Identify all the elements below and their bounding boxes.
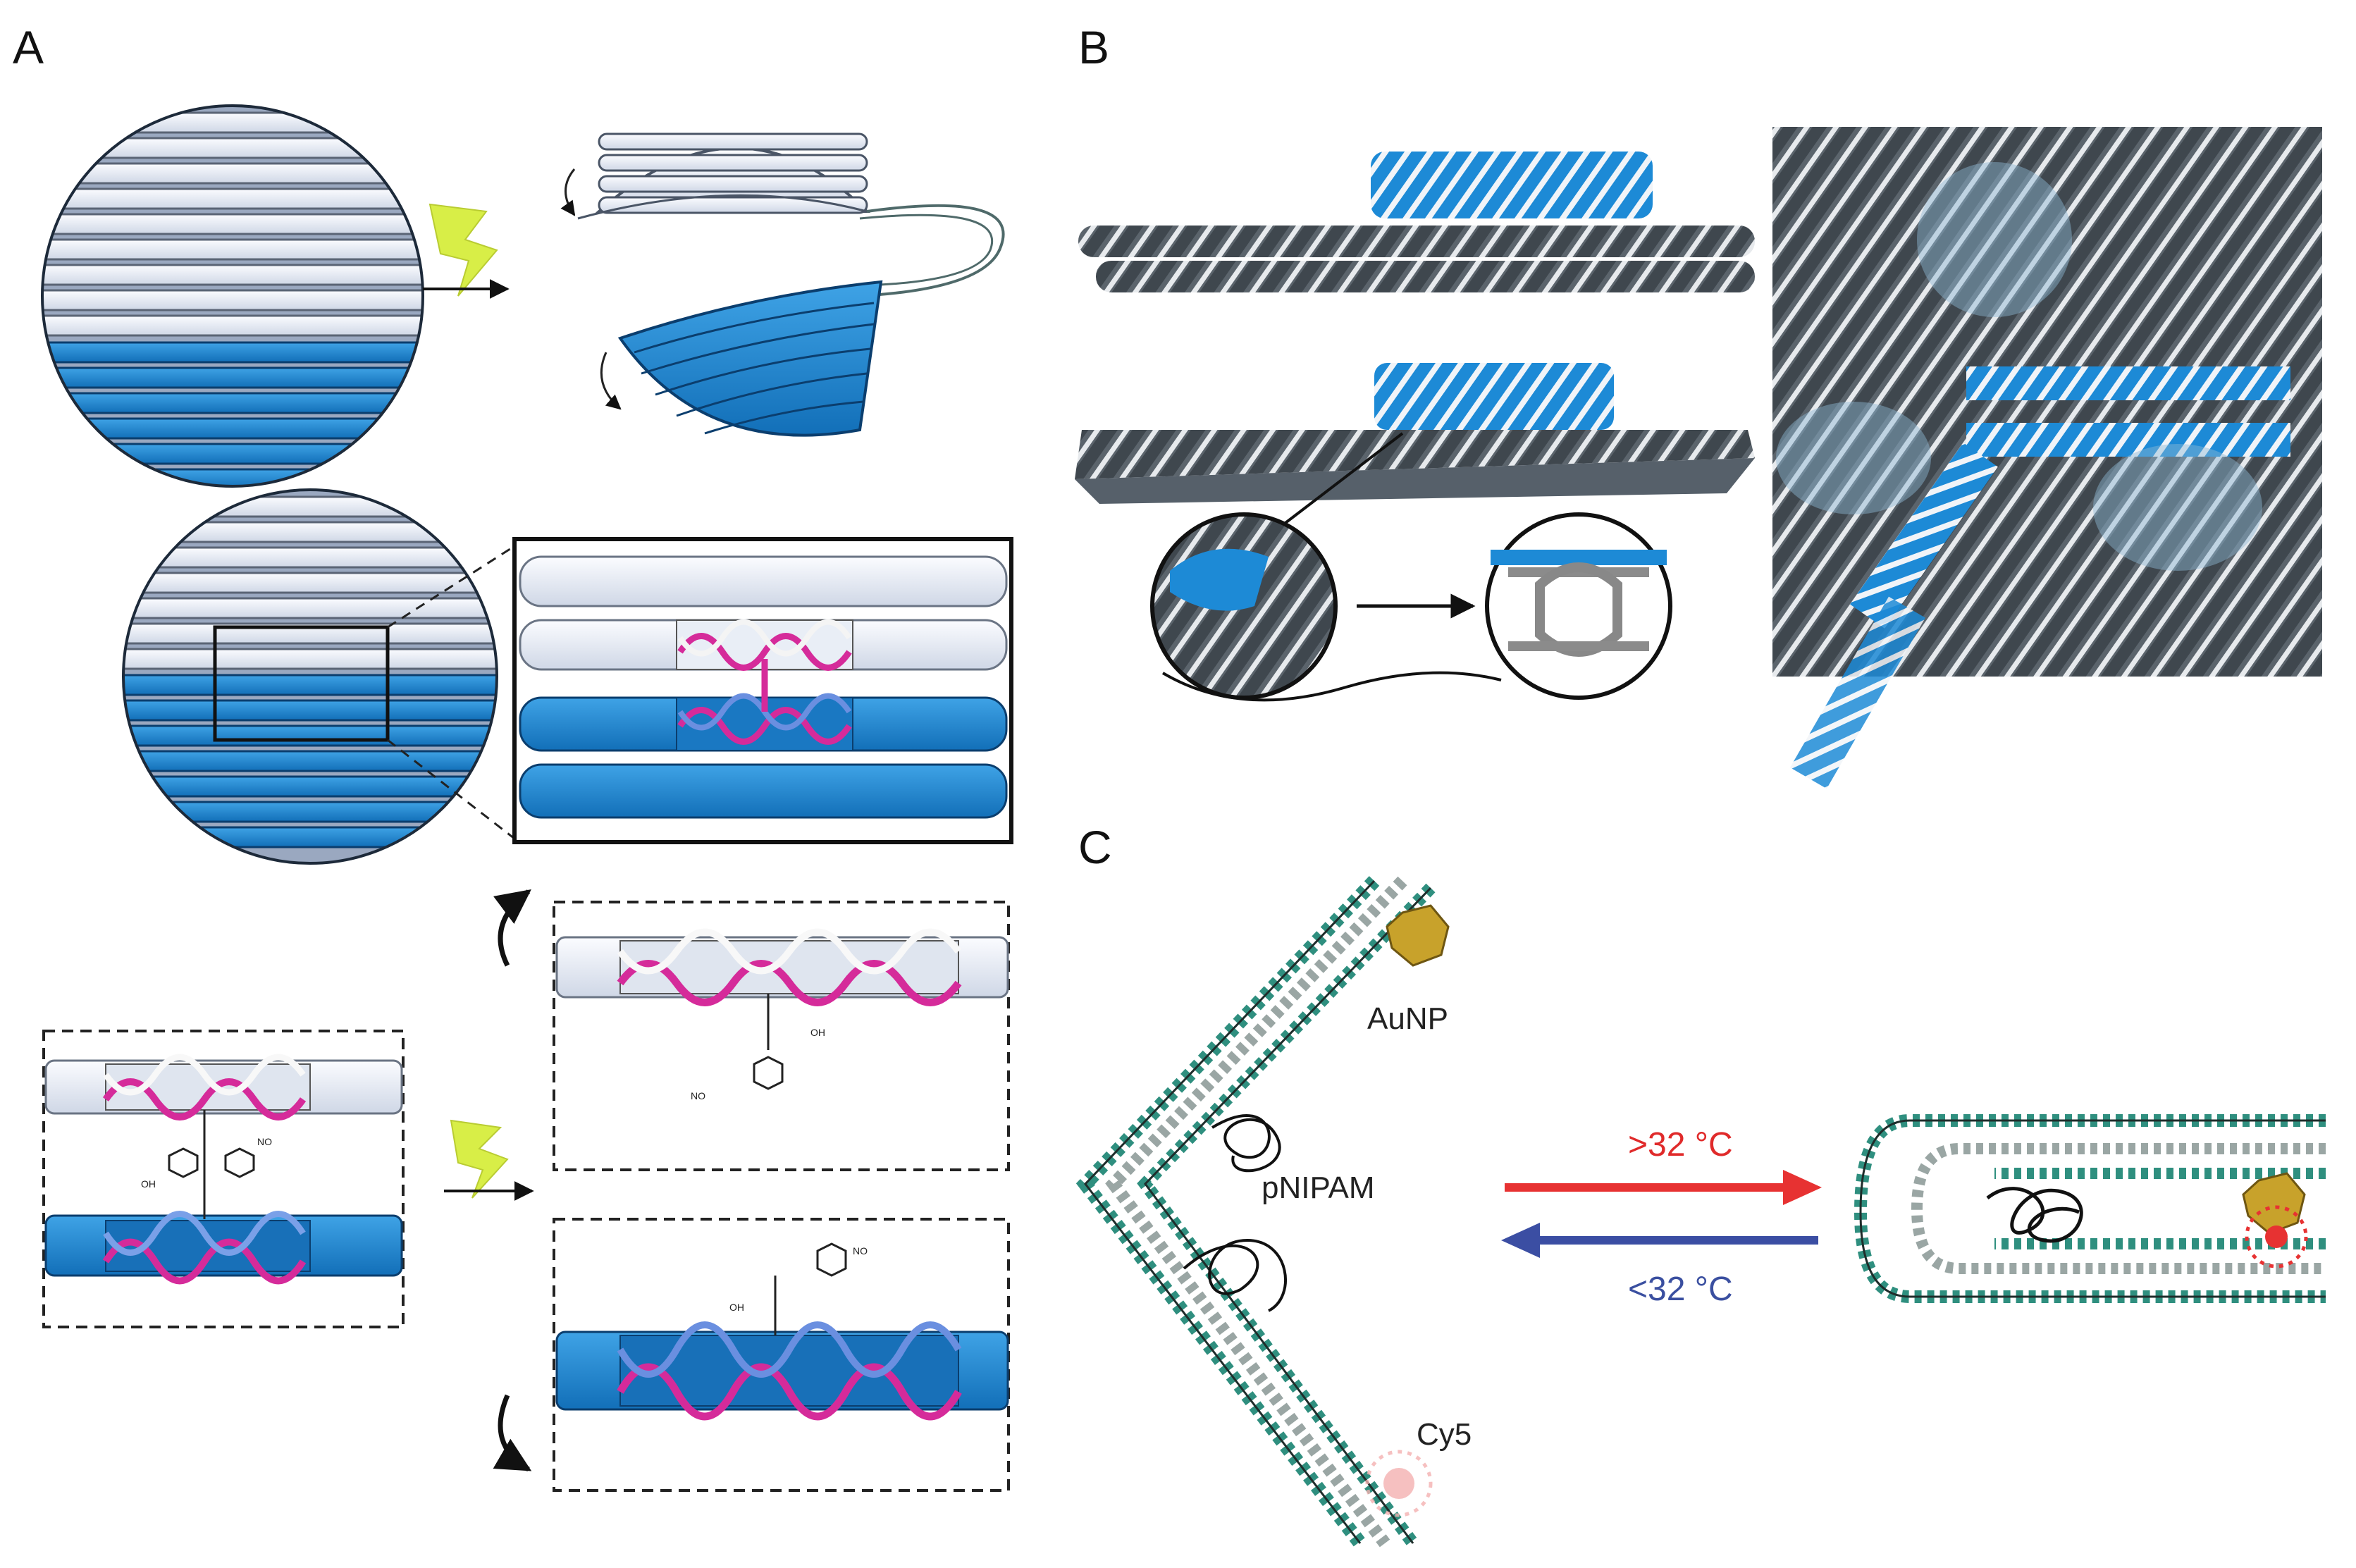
cy5-dye-glow bbox=[1365, 1450, 1433, 1517]
heating-arrow bbox=[1505, 1170, 1822, 1205]
zoom-circle-right bbox=[1485, 512, 1672, 700]
chem-label-no2: NO bbox=[257, 1136, 272, 1147]
quenched-dye bbox=[2245, 1205, 2308, 1268]
closed-sphere bbox=[41, 104, 424, 488]
polymer-coil bbox=[1183, 1238, 1287, 1312]
sphere-white-rings bbox=[42, 111, 423, 337]
panel-b-letter: B bbox=[1078, 21, 1109, 73]
zoom-inset bbox=[512, 537, 1013, 844]
zoom-circle-left bbox=[1150, 512, 1338, 700]
aunp-label: AuNP bbox=[1367, 1001, 1448, 1036]
chem-label-oh: OH bbox=[141, 1178, 156, 1190]
cooling-label: <32 °C bbox=[1628, 1271, 1733, 1308]
open-hemisphere-white bbox=[577, 132, 870, 220]
collapsed-polymer bbox=[1986, 1187, 2083, 1243]
open-hemisphere-blue bbox=[617, 280, 883, 437]
open-tube-blue: NO OH bbox=[553, 1218, 1010, 1492]
closed-tube-box: OH NO bbox=[42, 1030, 405, 1328]
gold-nanoparticle bbox=[1386, 904, 1450, 967]
origami-top-view bbox=[1772, 127, 2322, 789]
light-flash-icon bbox=[450, 1119, 509, 1199]
rotation-arrow-icon bbox=[493, 889, 531, 967]
light-flash-icon bbox=[428, 203, 498, 297]
chem-label-no2: NO bbox=[691, 1090, 705, 1101]
cooling-arrow bbox=[1501, 1223, 1818, 1258]
panel-a: A bbox=[13, 21, 1013, 1492]
rotation-arrow-icon bbox=[600, 352, 622, 410]
chem-label-oh: OH bbox=[810, 1027, 825, 1038]
heating-label: >32 °C bbox=[1628, 1126, 1733, 1163]
cy5-label: Cy5 bbox=[1417, 1417, 1472, 1452]
tether-loop bbox=[859, 204, 1005, 297]
gold-nanoparticle bbox=[2242, 1172, 2306, 1235]
chem-label-no2: NO bbox=[853, 1245, 868, 1257]
detail-sphere bbox=[122, 488, 498, 865]
rotation-arrow-icon bbox=[493, 1394, 532, 1472]
origami-side-view bbox=[1078, 152, 1755, 292]
rotation-arrow-icon bbox=[560, 168, 576, 216]
panel-c-letter: C bbox=[1078, 821, 1112, 873]
open-tube-white: OH NO bbox=[553, 901, 1010, 1171]
panel-a-letter: A bbox=[13, 21, 44, 73]
dna-origami-open bbox=[1075, 876, 1436, 1548]
zoom-region bbox=[213, 625, 390, 742]
pnipam-label: pNIPAM bbox=[1262, 1171, 1375, 1205]
panel-b: B bbox=[1075, 21, 2322, 789]
panel-c: C AuNP pNIPAM Cy5 >32 °C <32 °C bbox=[1075, 821, 2326, 1548]
polymer-coil bbox=[1211, 1114, 1281, 1173]
chem-label-oh: OH bbox=[729, 1302, 744, 1313]
origami-angled-view bbox=[1075, 363, 1755, 504]
